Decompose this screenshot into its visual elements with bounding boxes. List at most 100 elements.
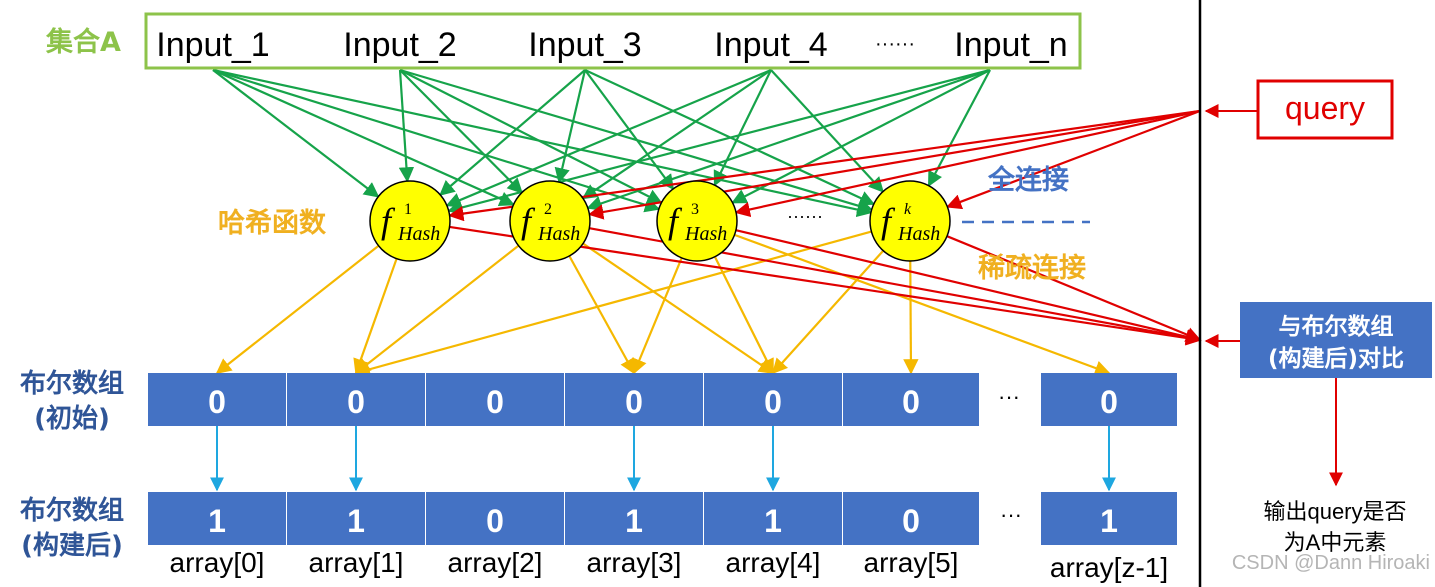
built-array-bit: 0 bbox=[486, 503, 504, 539]
sparse-connection-edges bbox=[215, 230, 1111, 377]
query-edge bbox=[945, 109, 1201, 210]
built-array-bit: 1 bbox=[764, 503, 782, 539]
initial-array-bit: 0 bbox=[486, 384, 504, 420]
hash-sub: Hash bbox=[897, 223, 940, 245]
initial-array-bit: 0 bbox=[902, 384, 920, 420]
hash-function-1: f 1 Hash bbox=[369, 180, 451, 262]
built-array-cell bbox=[1041, 492, 1177, 545]
sparse-edge bbox=[713, 256, 774, 375]
array-index-labels: array[0] array[1] array[2] array[3] array[4]… bbox=[170, 547, 1169, 583]
built-array-bit: 1 bbox=[347, 503, 365, 539]
set-a-box bbox=[144, 12, 1082, 70]
initial-array-label-2: (初始) bbox=[34, 404, 110, 434]
hash-sup: 2 bbox=[544, 201, 552, 218]
query-box bbox=[1256, 79, 1394, 140]
input-item-1: Input_1 bbox=[156, 26, 269, 64]
full-edge bbox=[399, 69, 523, 194]
initial-array-bit: 0 bbox=[1100, 384, 1118, 420]
sparse-edge bbox=[632, 257, 683, 375]
sparse-edge bbox=[353, 258, 398, 375]
hash-function-k: f k Hash bbox=[869, 180, 951, 262]
initial-array-bit: 0 bbox=[208, 384, 226, 420]
input-item-n: Input_n bbox=[954, 26, 1067, 64]
initial-array-label-1: 布尔数组 bbox=[20, 368, 124, 399]
initial-array-cell bbox=[704, 373, 842, 426]
hash-ellipsis: ······ bbox=[787, 206, 823, 226]
array-index-label: array[0] bbox=[170, 547, 265, 578]
input-item-3: Input_3 bbox=[528, 26, 641, 64]
full-edge bbox=[770, 69, 884, 193]
hash-sup: 1 bbox=[404, 201, 412, 218]
full-edge bbox=[212, 68, 661, 213]
built-array-cell bbox=[565, 492, 703, 545]
array-index-label: array[3] bbox=[587, 547, 682, 578]
full-edge bbox=[439, 69, 586, 196]
hash-sup: 3 bbox=[691, 201, 699, 218]
legend-sparse-connection: 稀疏连接 bbox=[978, 252, 1086, 284]
full-edge bbox=[212, 68, 515, 207]
hash-sub: Hash bbox=[397, 223, 440, 245]
built-array-cell bbox=[287, 492, 425, 545]
compare-line-1: 与布尔数组 bbox=[1279, 313, 1394, 340]
sparse-edge bbox=[354, 230, 872, 377]
full-edge bbox=[398, 69, 415, 183]
array-index-label: array[1] bbox=[309, 547, 404, 578]
array-index-label: array[2] bbox=[448, 547, 543, 578]
full-edge bbox=[399, 69, 663, 204]
initial-array-bit: 0 bbox=[347, 384, 365, 420]
sparse-edge bbox=[903, 260, 919, 375]
array-mapping-edges bbox=[210, 426, 1116, 492]
full-edge bbox=[581, 69, 772, 200]
initial-array-cell bbox=[148, 373, 286, 426]
initial-array-cells: 0 0 0 0 0 0 0 bbox=[148, 373, 1177, 426]
watermark: CSDN @Dann Hiroaki bbox=[1232, 552, 1430, 574]
hash-sub: Hash bbox=[684, 223, 727, 245]
inputs-ellipsis: ······ bbox=[875, 33, 915, 55]
sparse-edge bbox=[354, 244, 520, 374]
query-label: query bbox=[1285, 90, 1365, 126]
compare-line-2: (构建后)对比 bbox=[1268, 345, 1404, 372]
full-connection-edges bbox=[212, 68, 991, 218]
built-array-label-1: 布尔数组 bbox=[20, 495, 124, 526]
full-edge bbox=[212, 69, 380, 198]
built-array-cell bbox=[843, 492, 979, 545]
initial-array-bit: 0 bbox=[764, 384, 782, 420]
hash-function-3: f 3 Hash bbox=[656, 180, 738, 262]
full-edge bbox=[554, 69, 587, 184]
built-array-bit: 1 bbox=[208, 503, 226, 539]
array-index-label: array[4] bbox=[726, 547, 821, 578]
sparse-edge bbox=[582, 242, 775, 374]
query-edge bbox=[734, 109, 1201, 218]
sparse-edge bbox=[734, 233, 1111, 376]
full-edge bbox=[445, 68, 772, 208]
hash-function-2: f 2 Hash bbox=[509, 180, 591, 262]
set-a-label: 集合A bbox=[45, 26, 121, 58]
initial-array-ellipsis: ··· bbox=[998, 384, 1020, 409]
built-array-label-2: (构建后) bbox=[21, 531, 123, 561]
initial-array-cell bbox=[843, 373, 979, 426]
sparse-edge bbox=[771, 249, 885, 375]
initial-array-cell bbox=[426, 373, 564, 426]
initial-array-cell bbox=[1041, 373, 1177, 426]
input-item-4: Input_4 bbox=[714, 26, 827, 64]
output-line-1: 输出query是否 bbox=[1263, 499, 1406, 524]
sparse-edge bbox=[568, 255, 635, 375]
output-line-2: 为A中元素 bbox=[1284, 530, 1387, 555]
legend-full-connection: 全连接 bbox=[987, 164, 1069, 196]
built-array-bit: 1 bbox=[625, 503, 643, 539]
sparse-edge bbox=[215, 244, 380, 374]
built-array-cell bbox=[704, 492, 842, 545]
hash-functions-label: 哈希函数 bbox=[218, 208, 327, 239]
full-edge bbox=[586, 68, 991, 211]
initial-array-cell bbox=[287, 373, 425, 426]
compare-edge bbox=[735, 229, 1202, 345]
hash-sub: Hash bbox=[537, 223, 580, 245]
full-edge bbox=[713, 69, 772, 187]
array-index-label: array[z-1] bbox=[1050, 552, 1168, 583]
built-array-bit: 1 bbox=[1100, 503, 1118, 539]
initial-array-bit: 0 bbox=[625, 384, 643, 420]
built-array-cell bbox=[426, 492, 564, 545]
built-array-ellipsis: ··· bbox=[1000, 502, 1022, 527]
